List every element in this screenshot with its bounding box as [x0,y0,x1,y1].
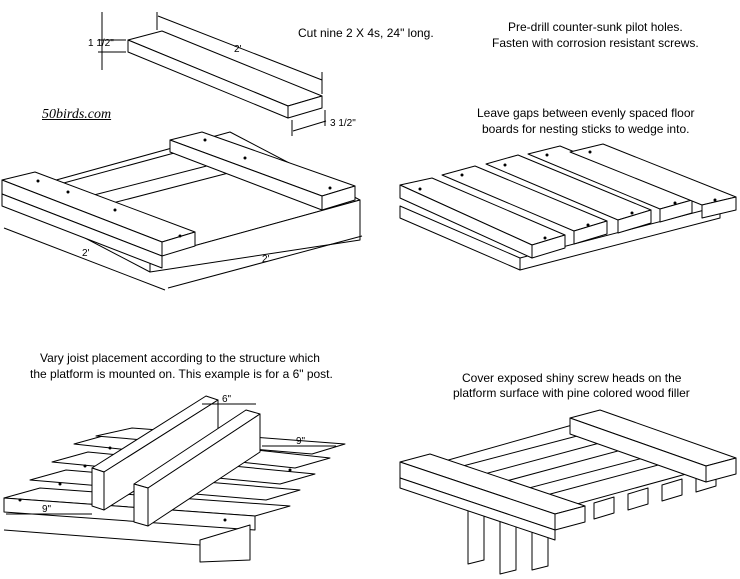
board-height-label: 1 1/2" [88,38,114,49]
board-length-label: 2' [234,44,242,55]
floor-boards-drawing [399,143,737,271]
gaps-instruction-line2: boards for nesting sticks to wedge into. [482,122,690,136]
finished-platform-drawing [399,409,737,575]
cover-instruction-line1: Cover exposed shiny screw heads on the [462,371,682,385]
site-brand: 50birds.com [42,107,112,122]
vary-instruction-line2: the platform is mounted on. This example… [30,367,333,381]
cover-instruction-line2: platform surface with pine colored wood … [453,386,690,400]
vary-instruction-line1: Vary joist placement according to the st… [40,351,320,365]
board-width-label: 3 1/2" [330,118,356,129]
frame-side-b-label: 2' [262,254,270,265]
right-offset-label: 9" [296,436,306,447]
joist-placement-drawing [3,395,346,563]
single-board-drawing [98,12,327,136]
frame-side-a-label: 2' [82,248,90,259]
left-offset-label: 9" [42,504,52,515]
predrill-instruction-line2: Fasten with corrosion resistant screws. [492,36,699,50]
gaps-instruction-line1: Leave gaps between evenly spaced floor [477,106,695,120]
post-width-label: 6" [222,394,232,405]
cut-instruction: Cut nine 2 X 4s, 24" long. [298,26,434,40]
predrill-instruction-line1: Pre-drill counter-sunk pilot holes. [508,20,683,34]
frame-drawing [1,131,363,291]
